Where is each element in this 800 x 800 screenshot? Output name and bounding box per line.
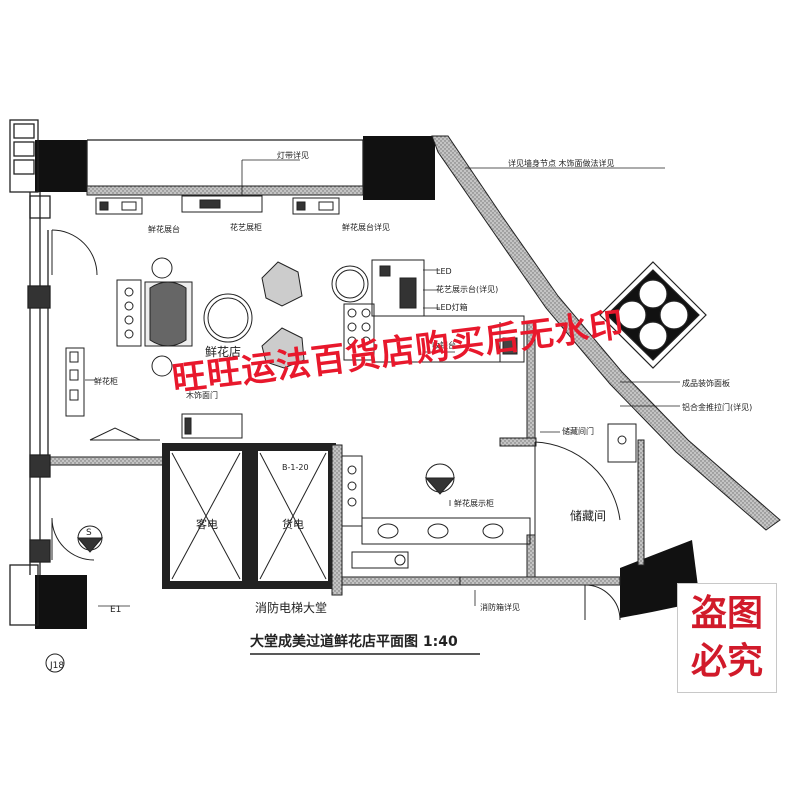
curtain-wall-left xyxy=(9,119,364,626)
label-led-3: LED灯箱 xyxy=(436,302,468,312)
wall-right-small xyxy=(637,439,645,566)
label-storage-note: 储藏间门 xyxy=(562,426,594,436)
label-bottom-note: 消防箱详见 xyxy=(480,602,520,612)
label-dim-j18: J18 xyxy=(49,661,64,671)
column-bottom-left xyxy=(35,575,87,629)
furniture xyxy=(65,195,637,569)
display-round xyxy=(331,265,369,303)
display-cabinet-2 xyxy=(181,195,263,213)
side-cabinet xyxy=(116,279,142,347)
drawing-title: 大堂成美过道鲜花店平面图 1:40 xyxy=(250,633,458,650)
label-led-1: LED xyxy=(436,267,452,276)
plant-pot-1 xyxy=(151,257,173,279)
elevator-marks xyxy=(171,452,327,580)
service-desk xyxy=(373,315,525,363)
wall-bottom xyxy=(341,576,461,586)
label-dim-e1: E1 xyxy=(110,605,121,615)
room-fire-lobby: 消防电梯大堂 xyxy=(255,600,327,615)
armchair-1 xyxy=(261,261,303,307)
vertical-shelf xyxy=(341,455,363,527)
column-top-right xyxy=(363,136,435,200)
wall-storage-bottom-h xyxy=(459,576,621,586)
bottom-counter xyxy=(361,517,531,545)
room-storage: 储藏间 xyxy=(570,508,606,523)
sink-unit xyxy=(607,423,637,463)
label-shelf: 鲜花展示柜 xyxy=(454,498,494,508)
copyright-stamp: 盗图 必究 xyxy=(677,583,777,693)
top-wall xyxy=(86,185,364,196)
elevator-shaft-a xyxy=(162,443,250,589)
room-elevator-b: 货电 xyxy=(282,517,304,531)
doors xyxy=(51,229,621,621)
display-cabinet-3 xyxy=(292,197,340,215)
label-cabinet-1: 鲜花展台 xyxy=(148,224,180,234)
armchair-2 xyxy=(261,327,305,369)
diagonal-wall xyxy=(431,135,781,531)
label-door-note: 木饰面门 xyxy=(186,390,218,400)
small-cabinet xyxy=(351,551,409,569)
leader-lines xyxy=(85,159,680,607)
column-top-left xyxy=(35,140,87,192)
label-symbol-s: S xyxy=(86,528,92,538)
wall-counter-right xyxy=(499,437,537,447)
diamond-detail-symbol xyxy=(599,261,707,369)
label-elevator-tag: B-1-20 xyxy=(282,463,309,472)
label-right-note-2: 铝合金推拉门(详见) xyxy=(682,402,752,412)
left-display xyxy=(65,347,85,417)
stamp-line-1: 盗图 xyxy=(690,593,763,634)
label-left-cabinet: 鲜花柜 xyxy=(94,376,118,386)
label-right-note-1: 成品装饰面板 xyxy=(682,378,730,388)
display-cabinet-1 xyxy=(95,197,143,215)
round-table xyxy=(203,293,253,343)
room-flower-shop: 鲜花店 xyxy=(205,344,241,359)
label-counter: 收银台 xyxy=(432,340,456,350)
label-top-strip: 灯带详见 xyxy=(277,150,309,160)
walls xyxy=(47,135,781,596)
wall-mid-horizontal xyxy=(47,456,167,466)
elevator-call-cabinet xyxy=(181,413,243,439)
label-cabinet-2: 花艺展柜 xyxy=(230,222,262,232)
label-cabinet-3: 鲜花展台详见 xyxy=(342,222,390,232)
plant-pot-2 xyxy=(151,355,173,377)
stamp-line-2: 必究 xyxy=(690,641,763,682)
wall-core-right xyxy=(331,444,343,596)
label-top-right-note: 详见墙身节点 木饰面做法详见 xyxy=(508,158,615,168)
room-elevator-a: 客电 xyxy=(196,517,218,531)
label-led-2: 花艺展示台(详见) xyxy=(436,284,498,294)
